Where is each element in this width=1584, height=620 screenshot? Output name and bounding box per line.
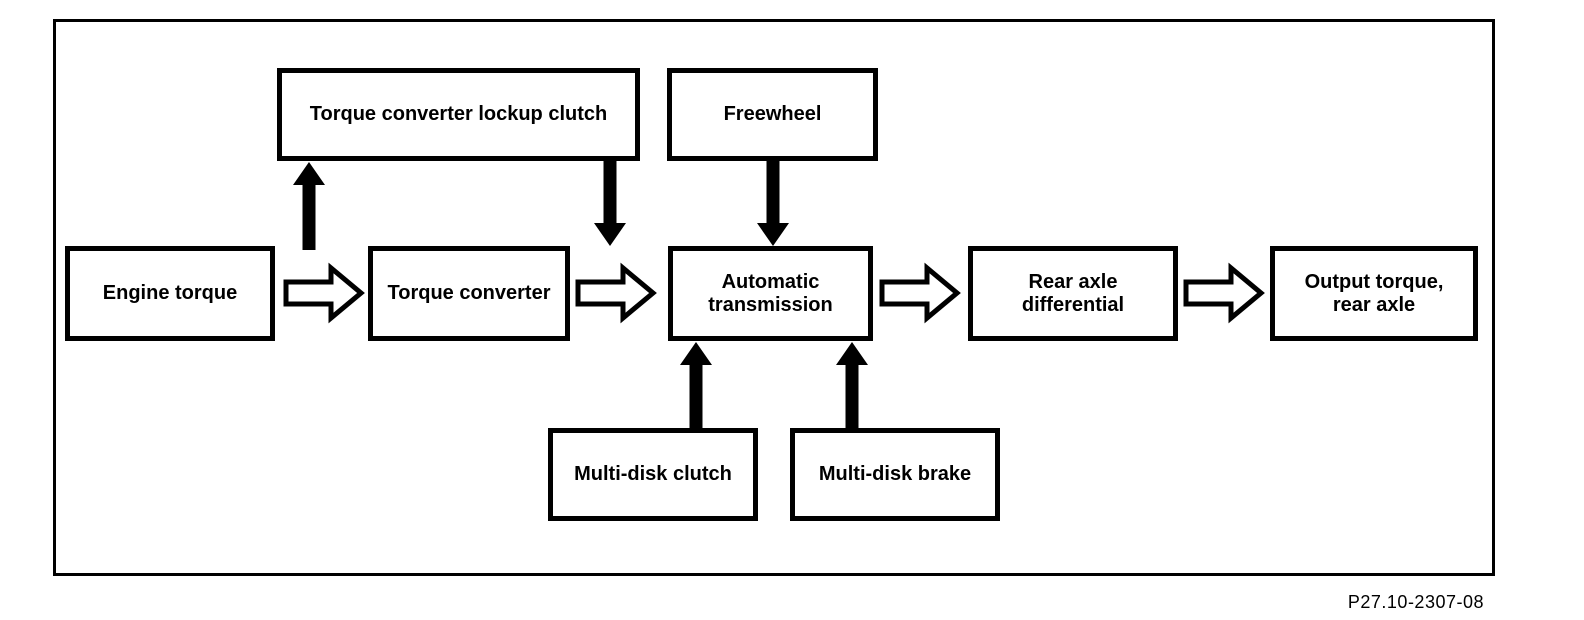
node-multi-disk-brake: Multi-disk brake [790,428,1000,521]
node-automatic-transmission: Automatic transmission [668,246,873,341]
node-label: Multi-disk clutch [574,463,732,485]
node-label-line2: differential [1021,293,1125,316]
node-label-line2: transmission [708,293,833,316]
flow-arrow-rear-axle-to-output [1183,262,1265,324]
node-label-line1: Automatic [721,270,820,293]
node-label-line2: rear axle [1332,293,1416,316]
arrow-multi-disk-brake-to-automatic-transmission [836,342,868,428]
node-label: Multi-disk brake [818,463,972,485]
node-torque-converter-lockup-clutch: Torque converter lockup clutch [277,68,640,161]
node-label: Torque converter [387,282,551,304]
flow-arrow-torque-converter-to-automatic-transmission [575,262,657,324]
node-rear-axle-differential: Rear axle differential [968,246,1178,341]
arrow-multi-disk-clutch-to-automatic-transmission [680,342,712,428]
flow-arrow-engine-to-torque-converter [283,262,365,324]
arrow-lockup-clutch-to-automatic-transmission [594,161,626,246]
arrow-torque-converter-to-lockup-clutch [293,162,325,250]
node-label-line1: Output torque, [1304,270,1444,293]
node-torque-converter: Torque converter [368,246,570,341]
flow-arrow-automatic-transmission-to-rear-axle [879,262,961,324]
node-label-line1: Rear axle [1028,270,1118,293]
node-engine-torque: Engine torque [65,246,275,341]
figure-reference-code: P27.10-2307-08 [1347,592,1484,612]
node-label: Engine torque [102,282,238,304]
arrow-freewheel-to-automatic-transmission [757,161,789,246]
node-label: Torque converter lockup clutch [309,103,608,125]
node-label: Freewheel [723,103,822,125]
node-output-torque-rear-axle: Output torque, rear axle [1270,246,1478,341]
node-multi-disk-clutch: Multi-disk clutch [548,428,758,521]
node-freewheel: Freewheel [667,68,878,161]
